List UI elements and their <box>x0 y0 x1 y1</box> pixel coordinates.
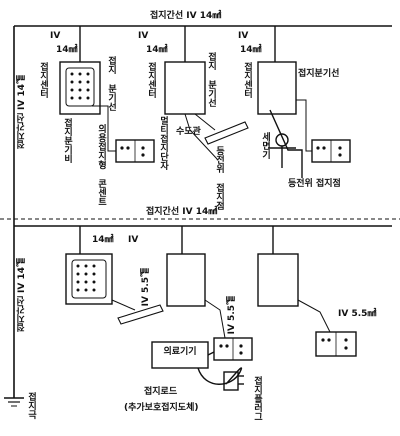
ground-cord-label: 접지로드 <box>144 387 178 397</box>
b2-wire: IV <box>138 31 149 41</box>
ground-center-box-5 <box>166 253 206 307</box>
bottom-branch-wire-3: IV 5.5㎟ <box>338 309 377 319</box>
ground-cord-note: (추가보호접지도체) <box>124 403 199 413</box>
b1-center: 접지센터 <box>38 62 48 98</box>
b2-size: 14㎟ <box>146 45 168 55</box>
ground-center-box-3 <box>257 61 297 115</box>
b1-size: 14㎟ <box>56 45 78 55</box>
b2-eq-point: 등전위 접지점 <box>214 146 224 210</box>
bottom-branch-wire-2: IV 5.5㎟ <box>227 296 237 335</box>
ground-center-box-4 <box>65 253 113 305</box>
b3-size: 14㎟ <box>240 45 262 55</box>
bottom-b1-size: 14㎟ <box>92 235 114 245</box>
b2-terminal: 멀티접지단자 <box>158 116 168 170</box>
top-side-trunk-label: 접지간선 IV 14㎟ <box>17 75 27 150</box>
b3-eq-point: 등전위 접지점 <box>288 179 341 189</box>
water-pipe <box>204 121 249 145</box>
b3-branch: 접지분기선 <box>298 69 340 79</box>
ground-plug <box>223 371 239 391</box>
ground-cord <box>197 367 243 385</box>
b1-note: 접지분기비 <box>62 118 72 163</box>
water-pipe-2 <box>117 304 164 325</box>
earth-label: 접지극 <box>26 392 36 419</box>
medical-device-label: 의료기기 <box>163 347 197 357</box>
ground-center-box-6 <box>257 253 299 307</box>
b1-wire: IV <box>50 31 61 41</box>
top-trunk-label: 접지간선 IV 14㎟ <box>150 11 222 21</box>
bottom-b1-wire: IV <box>128 235 139 245</box>
ground-center-box-1 <box>59 61 101 115</box>
b2-water-pipe: 수도관 <box>176 127 201 137</box>
bottom-branch-wire-1: IV 5.5㎟ <box>141 268 151 307</box>
plug-label: 접지플러그 <box>252 376 262 421</box>
ground-center-box-2 <box>164 61 206 115</box>
b1-branch: 접지 분기선 <box>106 56 116 111</box>
b2-center: 접지센터 <box>146 62 156 98</box>
b1-device: 의용접지형 콘센트 <box>96 124 106 206</box>
bottom-side-trunk-label: 접지간선 IV 14㎟ <box>17 258 27 333</box>
b3-center: 접지센터 <box>242 62 252 98</box>
b3-wire: IV <box>238 31 249 41</box>
bottom-trunk-label: 접지간선 IV 14㎟ <box>146 207 218 217</box>
b3-washbasin: 세면기 <box>260 132 270 159</box>
b2-branch: 접지 분기선 <box>206 52 216 107</box>
